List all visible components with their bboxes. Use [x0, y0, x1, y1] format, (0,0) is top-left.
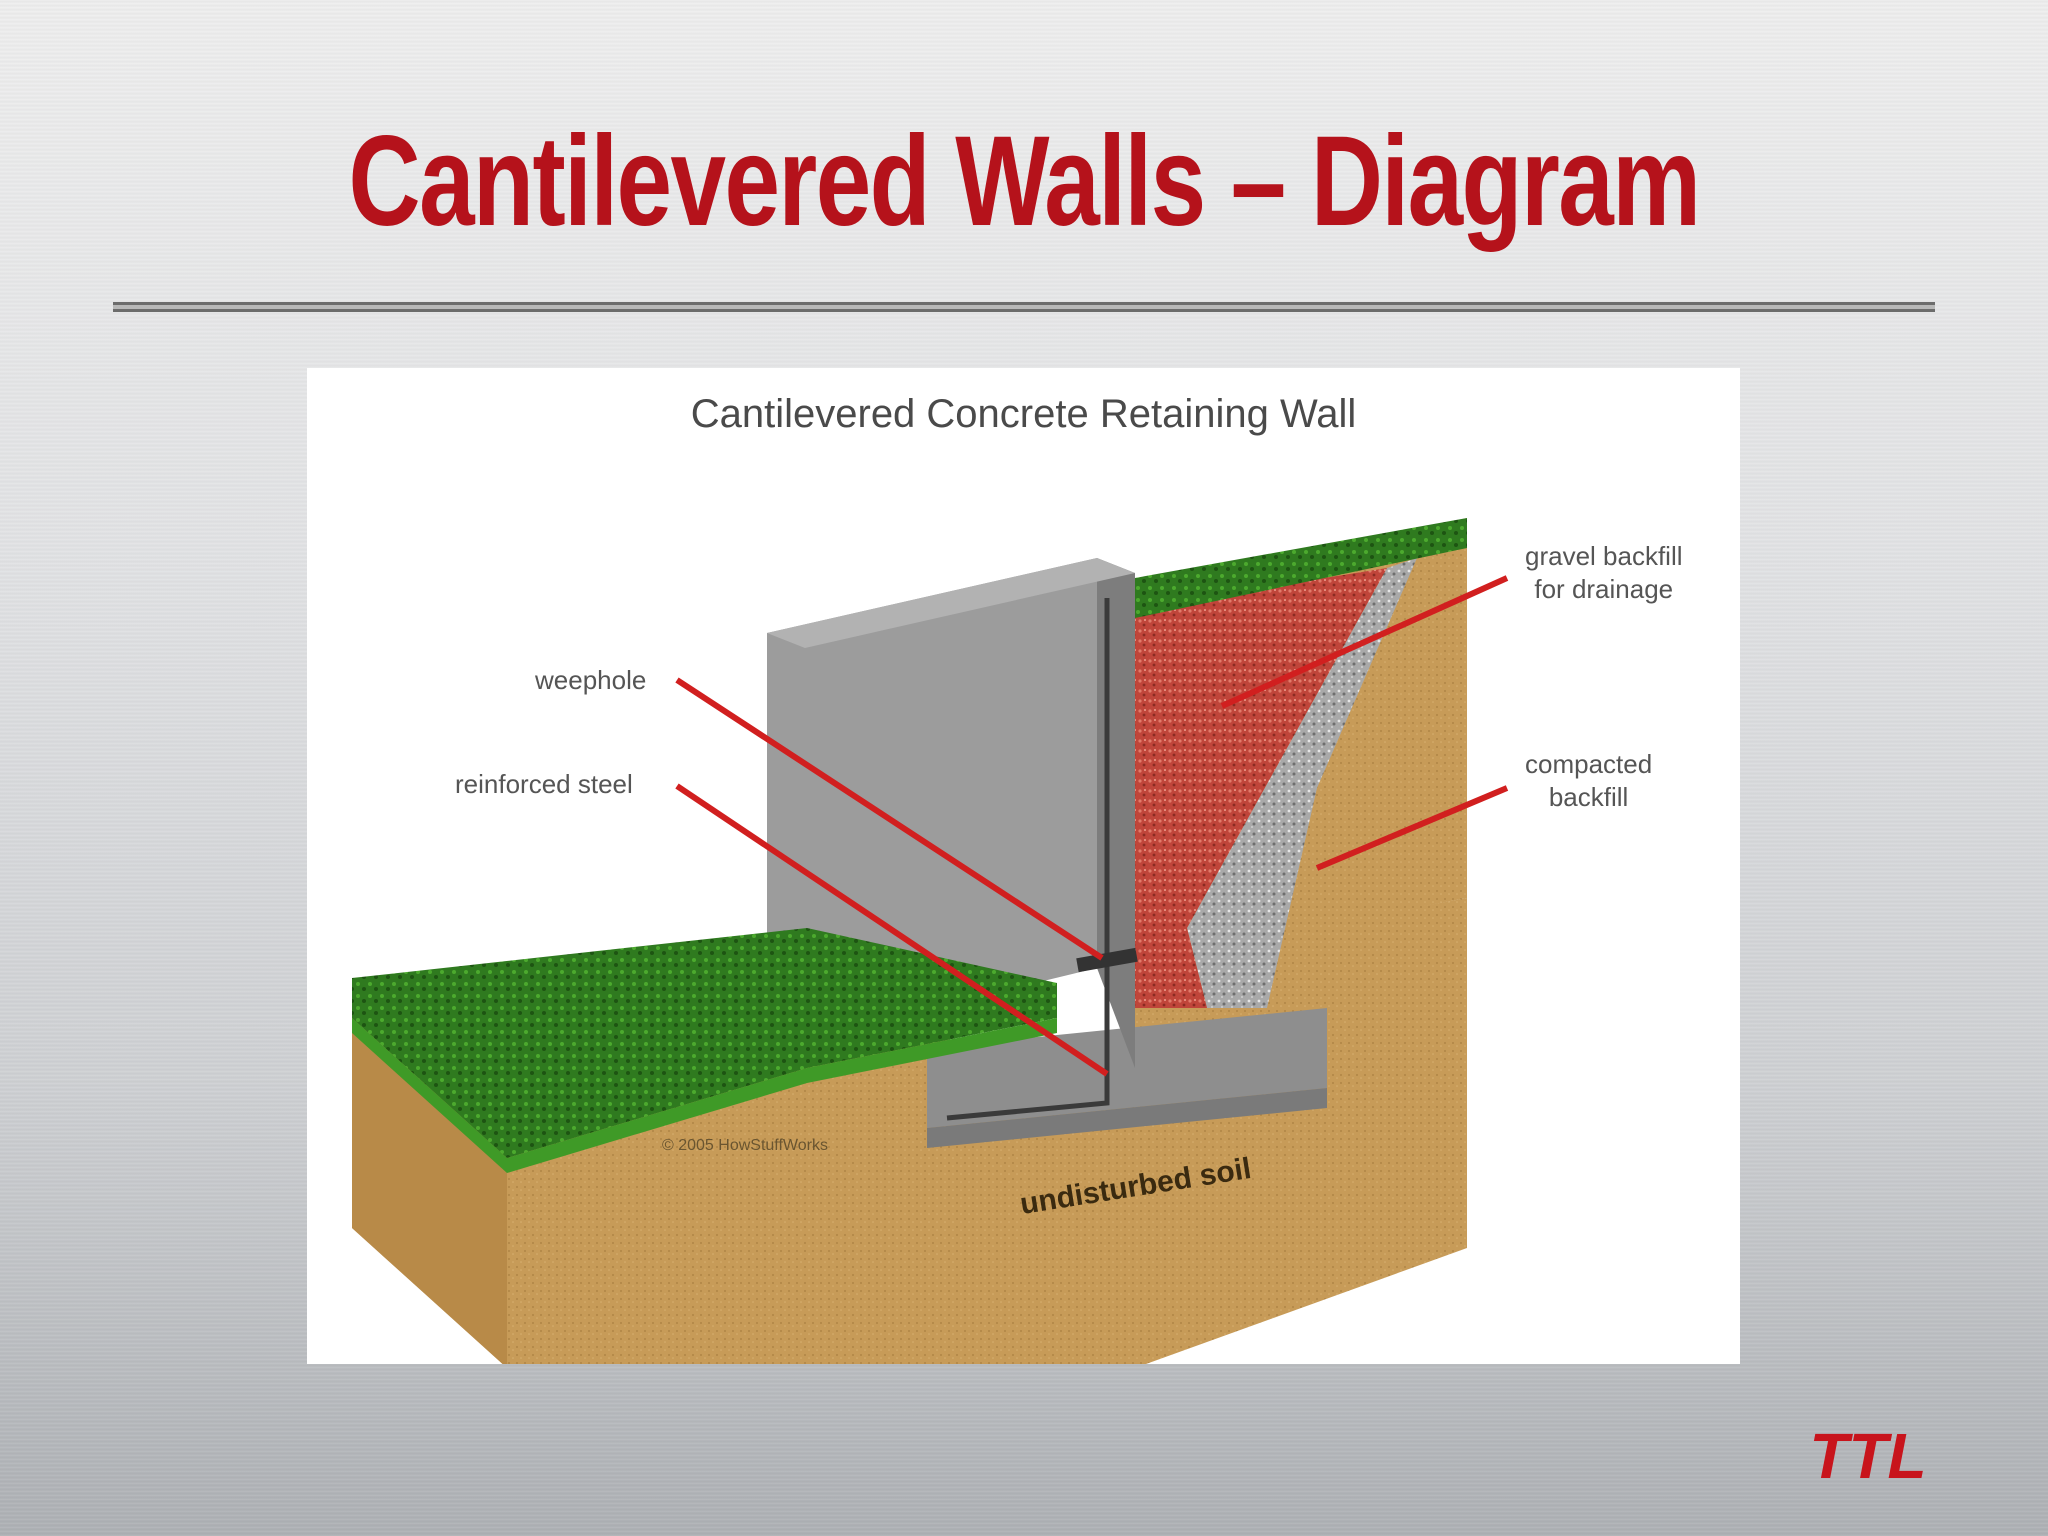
label-gravel-backfill-line1: gravel backfill [1525, 541, 1683, 571]
wall-stem-top [767, 558, 1135, 648]
label-gravel-backfill-line2: for drainage [1534, 573, 1674, 604]
steel-leader [675, 783, 1109, 1077]
gravel-backfill-region [1135, 568, 1387, 1008]
footing-front [927, 1088, 1327, 1148]
reinforced-steel-bar [946, 598, 1110, 1121]
label-weephole-text: weephole [535, 665, 647, 695]
retaining-wall-figure: Cantilevered Concrete Retaining Wall wee… [307, 368, 1740, 1364]
label-compacted-backfill: compacted backfill [1525, 748, 1652, 813]
ttl-logo-text: TTL [1809, 1422, 1926, 1492]
label-compacted-backfill-line2: backfill [1548, 781, 1629, 812]
ttl-logo: TTL [1809, 1422, 1926, 1492]
gravel-leader [1220, 575, 1509, 709]
compacted-backfill-region [1187, 558, 1417, 1008]
label-gravel-backfill: gravel backfill for drainage [1525, 540, 1683, 605]
right-soil-block [1135, 898, 1467, 1364]
label-weephole: weephole [535, 664, 646, 697]
figure-title: Cantilevered Concrete Retaining Wall [690, 392, 1357, 436]
slide-title: Cantilevered Walls – Diagram [348, 110, 1701, 253]
compacted-leader [1315, 785, 1509, 871]
lawn-grass-edge [352, 1018, 1057, 1173]
label-compacted-backfill-line1: compacted [1525, 749, 1653, 779]
title-divider [113, 302, 1935, 312]
weephole-pipe [1076, 947, 1138, 973]
label-reinforced-steel-text: reinforced steel [455, 769, 633, 799]
retaining-wall-illustration [352, 518, 1509, 1364]
embankment-grass [1135, 518, 1467, 618]
lawn-grass [352, 928, 1057, 1158]
left-soil-side [352, 1018, 507, 1364]
wall-stem-side [1097, 558, 1135, 1068]
wall-stem-face [767, 558, 1097, 1048]
weephole-leader [675, 677, 1104, 961]
label-reinforced-steel: reinforced steel [455, 768, 633, 801]
label-copyright: © 2005 HowStuffWorks [662, 1137, 828, 1154]
